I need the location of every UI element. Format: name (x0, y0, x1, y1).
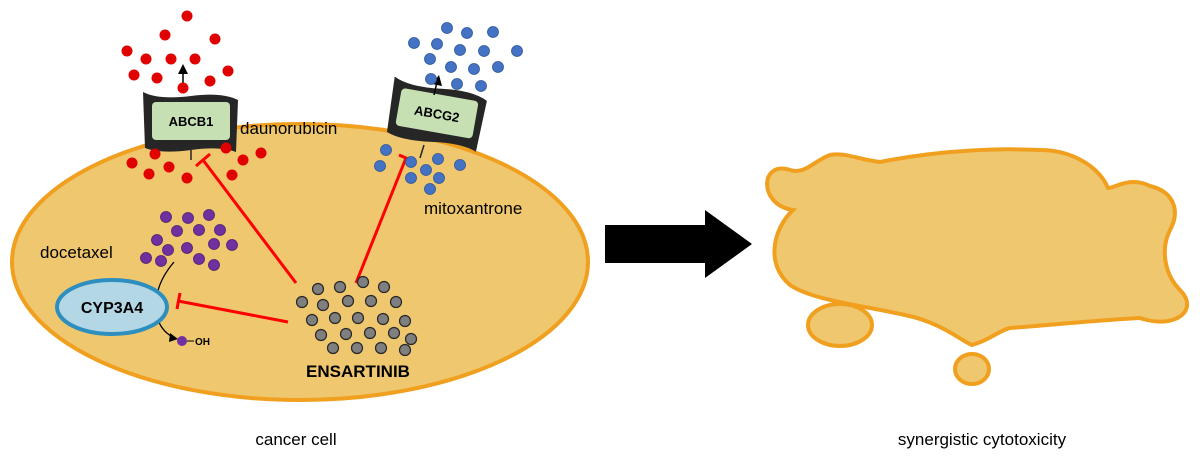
transition-arrow (605, 210, 752, 278)
cancer-cell-membrane (10, 122, 590, 402)
abcb1-transporter: ABCB1 (143, 92, 238, 160)
cyp3a4-label: CYP3A4 (81, 300, 143, 317)
inhibit-cyp3a4-line (177, 299, 289, 324)
daunorubicin-molecules (121, 10, 267, 184)
cyp3a4-enzyme (55, 278, 169, 336)
daunorubicin-label: daunorubicin (240, 119, 337, 138)
ensartinib-label: ENSARTINIB (306, 362, 410, 381)
inhibition-lines (175, 152, 414, 324)
inhibit-abcb1-line (201, 159, 298, 284)
docetaxel-molecules (140, 209, 238, 271)
apoptotic-bleb-2 (953, 352, 991, 386)
inhibit-abcg2-line (354, 157, 408, 284)
synergistic-caption: synergistic cytotoxicity (898, 430, 1067, 449)
docetaxel-label: docetaxel (40, 243, 113, 262)
inhibit-cyp3a4-bar (175, 292, 182, 310)
ensartinib-molecules (295, 275, 418, 357)
inhibit-abcb1-bar (195, 152, 211, 168)
oh-label: OH (195, 337, 210, 348)
mitoxantrone-label: mitoxantrone (424, 199, 522, 218)
abcg2-transporter: ABCG2 (386, 76, 487, 152)
apoptotic-cell (765, 147, 1189, 386)
abcb1-label: ABCB1 (169, 114, 214, 129)
metabolism-arrowhead (169, 333, 178, 342)
apoptotic-bleb-1 (806, 302, 874, 348)
cancer-cell-caption: cancer cell (255, 430, 336, 449)
hydroxylated-metabolite (177, 336, 187, 346)
mitoxantrone-molecules (374, 22, 523, 195)
